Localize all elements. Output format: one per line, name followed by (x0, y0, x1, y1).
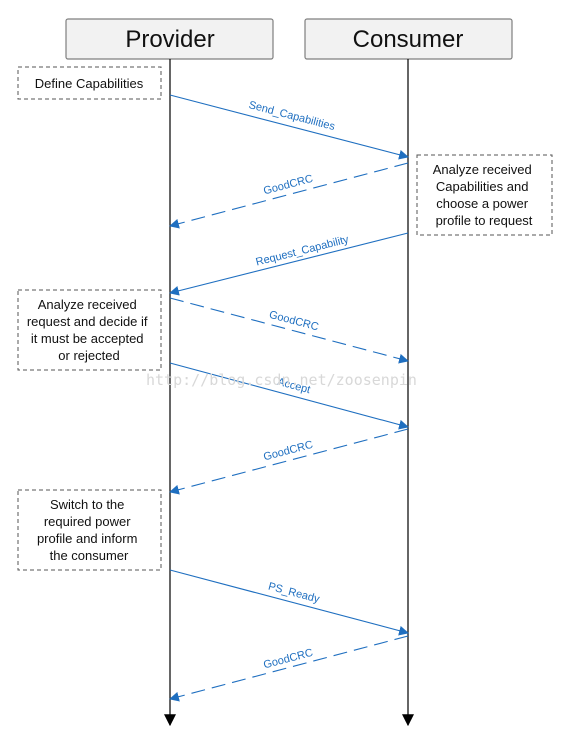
note-line: request and decide if (27, 314, 148, 329)
note-text: Switch to the required power profile and… (37, 497, 141, 563)
note-line: profile to request (436, 213, 533, 228)
note-line: it must be accepted (31, 331, 144, 346)
message-label: GoodCRC (268, 309, 320, 334)
note-box (416, 154, 553, 236)
message-goodcrc-3: GoodCRC (169, 428, 409, 495)
message-arrow (169, 635, 409, 702)
note-line: Analyze received (38, 297, 137, 312)
message-arrow (169, 94, 409, 160)
message-ps-ready: PS_Ready (169, 569, 409, 636)
provider-actor: Provider (65, 18, 274, 60)
note-text: Define Capabilities (35, 76, 144, 91)
message-arrow (169, 362, 409, 430)
message-arrow (169, 232, 409, 296)
message-label: GoodCRC (262, 647, 314, 672)
message-arrow (169, 162, 409, 229)
note-line: or rejected (58, 348, 119, 363)
consumer-actor: Consumer (304, 18, 513, 60)
note-line: Capabilities and (436, 179, 529, 194)
message-goodcrc-2: GoodCRC (169, 297, 409, 364)
note-define-capabilities: Define Capabilities (17, 66, 162, 100)
provider-label: Provider (125, 26, 214, 53)
message-label: GoodCRC (262, 173, 314, 198)
note-box (17, 489, 162, 571)
note-text: Analyze received request and decide if i… (27, 297, 151, 363)
message-label: Send_Capabilities (247, 99, 336, 133)
note-line: choose a power (436, 196, 528, 211)
consumer-label: Consumer (353, 26, 464, 53)
message-send-capabilities: Send_Capabilities (169, 94, 409, 160)
message-arrow (169, 297, 409, 364)
message-goodcrc-4: GoodCRC (169, 635, 409, 702)
note-analyze-capabilities: Analyze received Capabilities and choose… (416, 154, 553, 236)
note-line: Analyze received (433, 162, 532, 177)
watermark: http://blog.csdn.net/zoosenpin (146, 371, 417, 389)
note-line: the consumer (50, 548, 129, 563)
note-text: Analyze received Capabilities and choose… (433, 162, 536, 228)
message-arrow (169, 569, 409, 636)
message-label: GoodCRC (262, 439, 314, 464)
note-box (17, 66, 162, 100)
note-line: Define Capabilities (35, 76, 144, 91)
message-goodcrc-1: GoodCRC (169, 162, 409, 229)
note-analyze-request: Analyze received request and decide if i… (17, 289, 162, 371)
message-request-capability: Request_Capability (169, 232, 409, 296)
note-switch-profile: Switch to the required power profile and… (17, 489, 162, 571)
note-line: required power (44, 514, 131, 529)
message-label: PS_Ready (267, 581, 321, 606)
note-box (17, 289, 162, 371)
message-arrow (169, 428, 409, 495)
note-line: Switch to the (50, 497, 124, 512)
note-line: profile and inform (37, 531, 137, 546)
